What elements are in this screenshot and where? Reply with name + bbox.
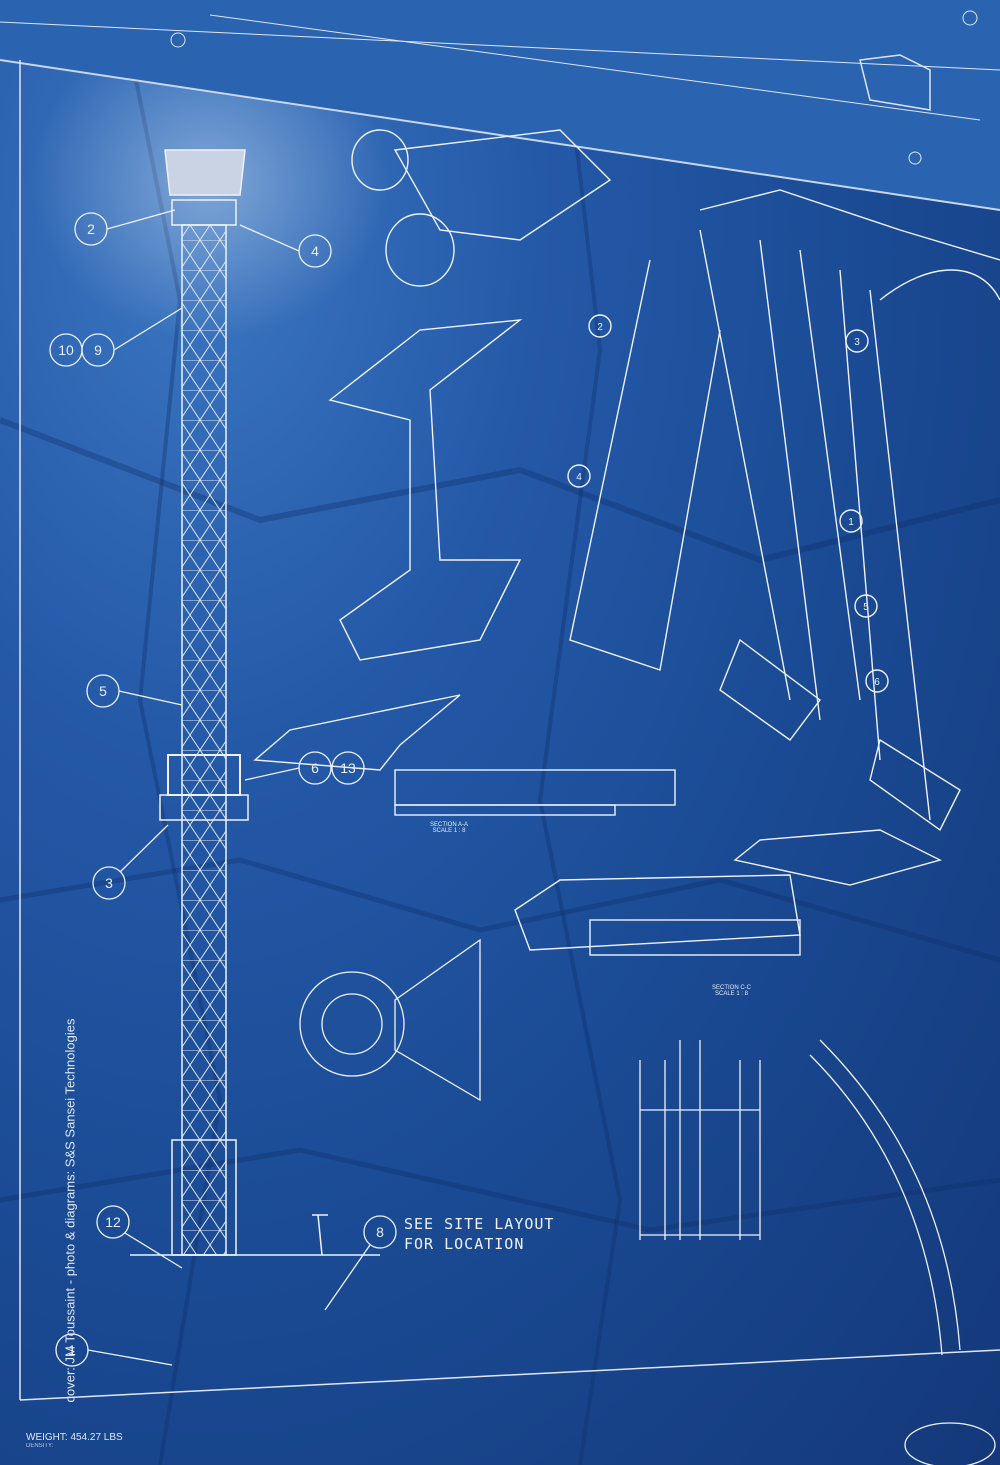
svg-text:5: 5 [863,602,869,613]
svg-text:2: 2 [87,221,95,237]
track-component-drawings [253,129,942,956]
note-line-2: FOR LOCATION [404,1235,525,1253]
svg-text:13: 13 [340,760,356,776]
detail-drawings [299,938,996,1465]
svg-text:1: 1 [848,517,854,528]
sheet-border [19,60,1000,1401]
weight-value: WEIGHT: 454.27 LBS [26,1432,123,1443]
section-c-title: SECTION C-C [712,985,751,991]
svg-text:9: 9 [94,342,102,358]
svg-text:5: 5 [99,683,107,699]
callout-numbers: 2 4 10 9 5 6 13 3 12 1 8 2 4 3 1 5 6 [58,221,880,1358]
svg-text:2: 2 [597,322,603,333]
tower-callouts [49,209,397,1367]
drop-tower [130,149,380,1256]
swing-structure [567,189,1000,832]
note-line-1: SEE SITE LAYOUT [404,1215,555,1233]
svg-text:4: 4 [311,243,319,259]
svg-text:8: 8 [376,1224,384,1240]
weight-label: WEIGHT: 454.27 LBS DENSITY: [26,1432,123,1449]
section-a-scale: SCALE 1 : 8 [432,828,466,834]
section-a-label: SECTION A-A SCALE 1 : 8 [430,822,468,834]
density-label: DENSITY: [26,1443,54,1449]
section-c-label: SECTION C-C SCALE 1 : 8 [712,985,751,997]
site-layout-note: SEE SITE LAYOUT FOR LOCATION [404,1214,554,1254]
svg-text:12: 12 [105,1214,121,1230]
svg-text:6: 6 [311,760,319,776]
svg-text:6: 6 [874,677,880,688]
section-a-title: SECTION A-A [430,822,469,828]
photo-credit: cover: JM Toussaint - photo & diagrams: … [62,1018,78,1403]
section-c-scale: SCALE 1 : 8 [714,991,749,997]
svg-text:4: 4 [576,472,582,483]
svg-text:1: 1 [68,1342,76,1358]
top-sheet [0,0,1000,211]
svg-text:10: 10 [58,342,74,358]
svg-text:3: 3 [105,875,113,891]
svg-text:3: 3 [854,337,860,348]
